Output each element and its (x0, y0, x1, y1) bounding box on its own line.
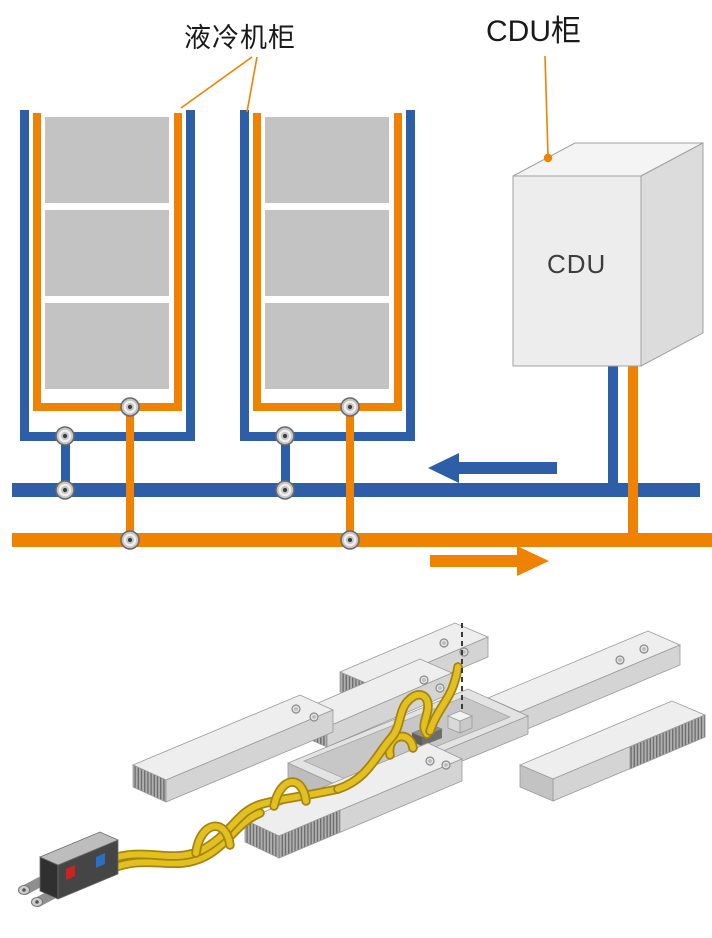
liquid-cooled-module-illustration (18, 622, 707, 907)
insertion-guide (446, 623, 474, 734)
cooling-loop-schematic (12, 55, 712, 576)
heatsink-fins (244, 819, 280, 859)
leader-dot (543, 153, 553, 163)
return-flow-arrow-right (430, 546, 549, 576)
valve (55, 426, 75, 446)
valve (55, 480, 75, 500)
valve (120, 530, 140, 550)
cabinet-right (240, 110, 415, 485)
cabinet-left-supply-drop (61, 441, 70, 485)
return-main-pipe (12, 533, 712, 547)
valve (275, 426, 295, 446)
cdu-unit-label: CDU (547, 249, 607, 279)
label-liquid-cooling-cabinet: 液冷机柜 (184, 23, 296, 53)
supply-flow-arrow-left (428, 453, 557, 483)
cdu-return-pipe (628, 360, 638, 547)
connector-red-mark (66, 865, 75, 880)
server-block (45, 210, 169, 296)
valve (275, 480, 295, 500)
label-cdu-cabinet: CDU柜 (486, 15, 581, 48)
valve (340, 530, 360, 550)
cdu-supply-pipe (608, 360, 618, 497)
guide-connector (446, 710, 474, 722)
server-block (265, 117, 389, 203)
supply-main-pipe (12, 483, 700, 497)
cabinet-right-return-drop (346, 411, 354, 541)
heatsink-fins (629, 714, 706, 770)
pipe-valves (55, 397, 360, 550)
cable-connector (18, 831, 120, 907)
server-block (45, 117, 169, 203)
heatsink-fins (132, 764, 167, 803)
server-block (265, 210, 389, 296)
server-block (45, 303, 169, 389)
cabinet-right-supply-drop (281, 441, 290, 485)
valve (340, 397, 360, 417)
cdu-box (512, 142, 704, 367)
valve (120, 397, 140, 417)
server-module-bottom (244, 742, 463, 859)
server-module-left (132, 694, 334, 803)
cabinet-left (20, 110, 195, 485)
cooling-tubes (94, 662, 463, 877)
server-block (265, 303, 389, 389)
server-module-lower-right (518, 700, 707, 802)
leader-lines (180, 55, 553, 163)
connector-blue-mark (96, 853, 105, 868)
cabinet-left-return-drop (126, 411, 134, 541)
